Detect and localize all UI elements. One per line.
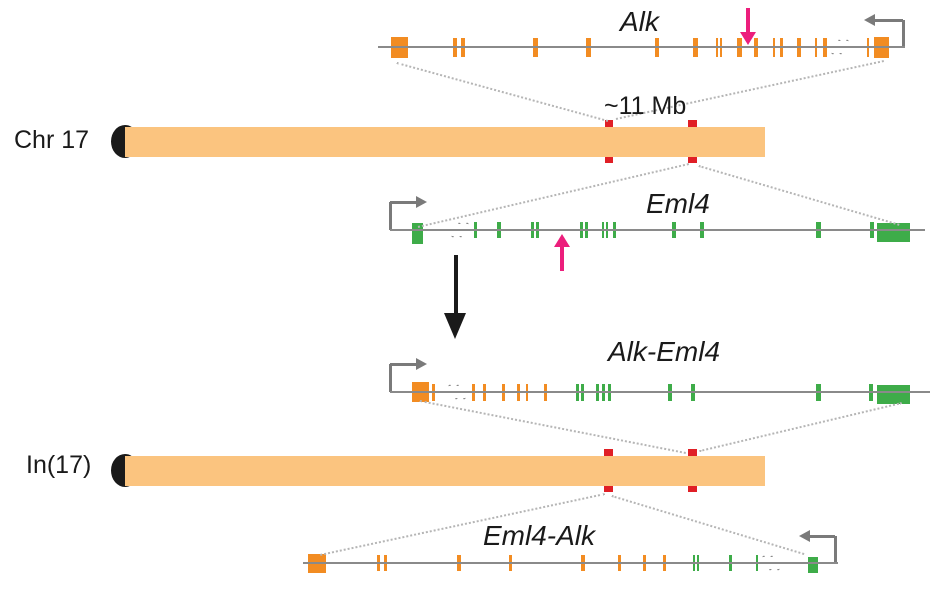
alk-promoter-arrow [902, 20, 905, 47]
alk-gene-label: Alk [620, 6, 659, 37]
alk-breakpoint-arrowhead-icon [740, 32, 756, 45]
alk-gene-line [378, 46, 905, 48]
eml4-breakpoint-arrow-icon [560, 246, 564, 271]
dotted-guide-line [698, 165, 900, 226]
inversion-arrow [454, 255, 458, 313]
eml4-alk-promoter-arrow [808, 535, 835, 538]
eml4-promoter-arrow [389, 202, 392, 230]
eml4-alk-gene-line [303, 562, 838, 564]
dotted-guide-line [699, 402, 902, 452]
eml4-gene-line [390, 229, 925, 231]
chr17-label: Chr 17 [14, 126, 90, 154]
distance-label: ~11 Mb [604, 92, 687, 120]
eml4-breakpoint-arrowhead-icon [554, 234, 570, 247]
eml4-exon [877, 222, 910, 242]
eml4-alk-promoter-arrow [834, 536, 837, 563]
eml4-promoter-arrow [390, 201, 418, 204]
dotted-guide-line [396, 62, 608, 122]
alk-eml4-promoter-arrow [389, 364, 392, 392]
inversion-arrowhead-icon [444, 313, 466, 339]
chr17-body [125, 127, 765, 157]
in17-body [125, 456, 765, 486]
in17-label: In(17) [26, 451, 92, 479]
alk-promoter-arrowhead-icon [864, 14, 875, 26]
eml4-exon [412, 222, 423, 244]
alk-eml4-gene-line [390, 391, 930, 393]
eml4-promoter-arrowhead-icon [416, 196, 427, 208]
dotted-guide-line [611, 495, 804, 555]
dotted-guide-line [419, 400, 686, 454]
alk-eml4-promoter-arrowhead-icon [416, 358, 427, 370]
eml4-gene-label: Eml4 [646, 188, 710, 219]
eml4-alk-exon [808, 557, 818, 573]
alk-breakpoint-arrow-icon [746, 8, 750, 33]
alk-eml4-fusion-label: Alk-Eml4 [608, 336, 721, 367]
alk-eml4-exon [877, 384, 910, 404]
alk-promoter-arrow [873, 19, 903, 22]
eml4-alk-fusion-label: Eml4-Alk [483, 520, 596, 551]
eml4-alk-promoter-arrowhead-icon [799, 530, 810, 542]
alk-eml4-promoter-arrow [390, 363, 418, 366]
